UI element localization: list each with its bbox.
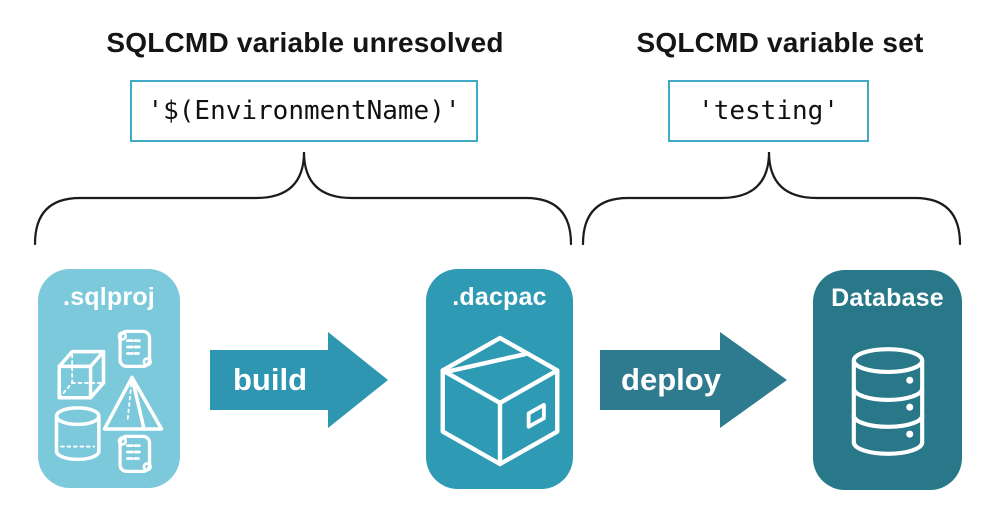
set-variable-value: 'testing'	[698, 96, 839, 126]
build-arrow-shape	[210, 332, 388, 428]
stage-dacpac: .dacpac	[426, 269, 573, 489]
unresolved-variable-title: SQLCMD variable unresolved	[106, 27, 504, 58]
stage-sqlproj: .sqlproj	[38, 269, 180, 488]
build-arrow-label: build	[232, 362, 308, 397]
deploy-arrow-shape	[600, 332, 787, 428]
stage-database: Database	[813, 270, 962, 490]
stage-database-label: Database	[831, 284, 944, 312]
deploy-arrow: deploy	[600, 332, 788, 428]
stage-sqlproj-label: .sqlproj	[63, 283, 155, 311]
left-brace	[33, 151, 573, 246]
unresolved-variable-value: '$(EnvironmentName)'	[147, 96, 461, 126]
build-arrow: build	[210, 332, 389, 428]
unresolved-variable-box: '$(EnvironmentName)'	[130, 80, 478, 142]
deploy-arrow-label: deploy	[621, 362, 721, 397]
database-icon	[851, 346, 924, 456]
right-brace	[581, 151, 962, 246]
package-icon	[440, 335, 559, 466]
sql-project-objects-icon	[54, 329, 164, 474]
set-variable-box: 'testing'	[668, 80, 869, 142]
set-variable-title: SQLCMD variable set	[636, 27, 924, 58]
stage-dacpac-label: .dacpac	[452, 283, 547, 311]
